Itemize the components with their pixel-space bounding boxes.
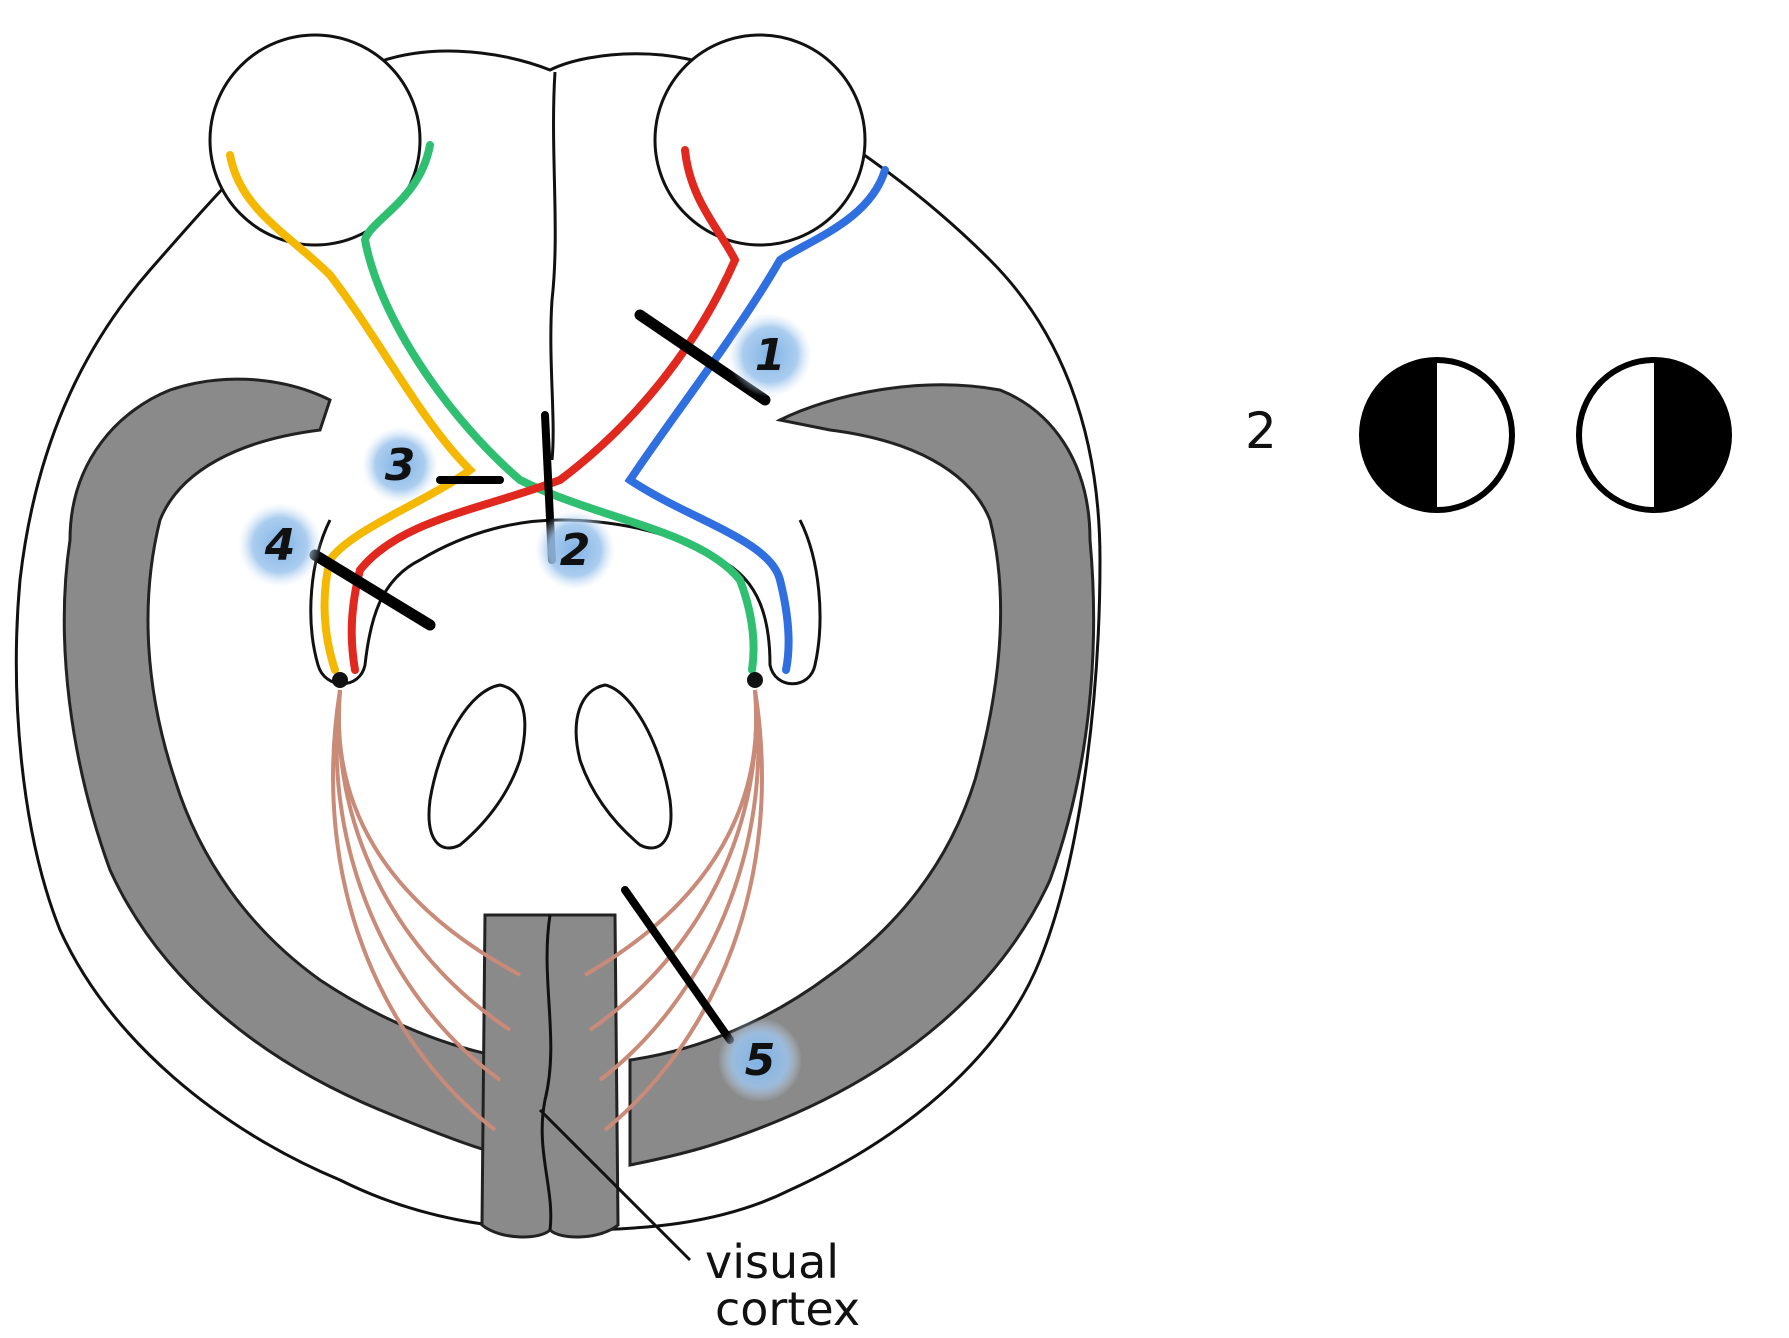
field-defect-label: 2 [1245,402,1277,460]
svg-text:5: 5 [745,1035,776,1086]
left-lateral-ventricle [427,683,527,850]
left-eye-field [1359,357,1515,513]
right-lgn [747,672,763,688]
longitudinal-fissure-anterior [549,71,557,461]
right-lateral-ventricle [574,683,673,850]
cortex-label-line1: visual [705,1235,839,1289]
right-eye-field [1576,357,1732,513]
left-lgn [332,672,348,688]
lesion-line-5 [621,886,734,1044]
svg-text:1: 1 [755,330,786,381]
lesion-marker-2: 2 [535,510,615,590]
left-nasal-fiber [360,141,758,674]
right-temporal-cortex [628,383,1096,1167]
svg-text:2: 2 [560,525,591,576]
optic-radiations [331,689,764,1132]
svg-text:4: 4 [264,520,296,571]
right-temporal-fiber [624,166,889,674]
svg-text:3: 3 [385,440,416,491]
right-eyeball [653,33,867,247]
left-eyeball [208,33,422,247]
lesion-line-4 [309,549,436,631]
lesion-marker-5: 5 [718,1018,802,1102]
lesion-marker-3: 3 [362,427,438,503]
cortex-label-line2: cortex [715,1282,860,1336]
cortex-pointer-line [538,1108,692,1262]
calcarine-fissure [540,914,553,1231]
lesion-marker-4: 4 [238,503,322,587]
lesion-marker-1: 1 [728,313,812,397]
left-temporal-fiber [226,151,477,674]
